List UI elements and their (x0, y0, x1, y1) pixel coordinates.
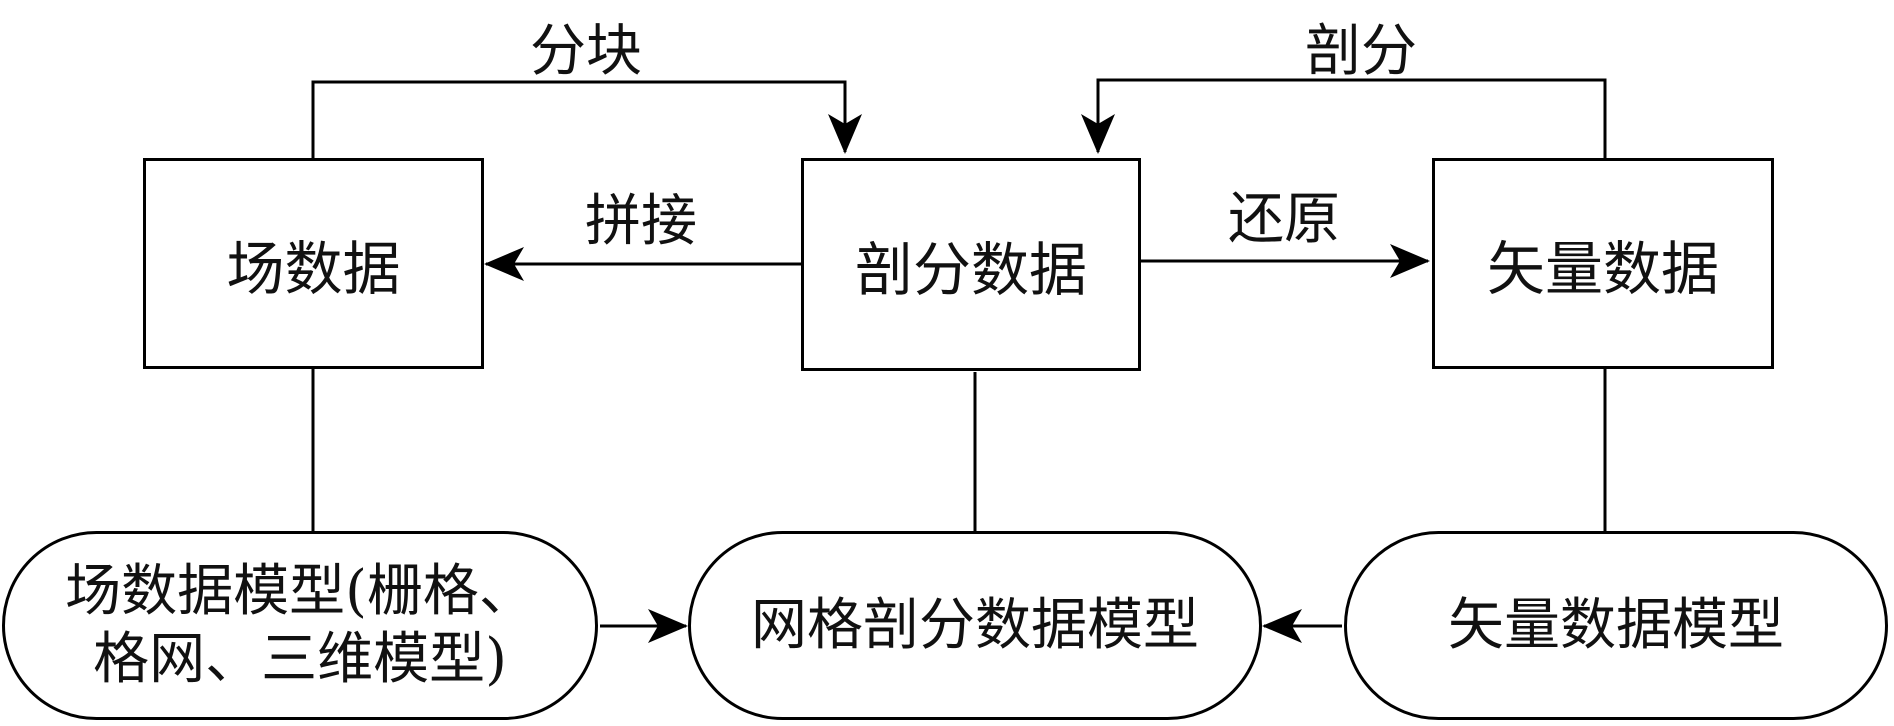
node-grid-partition-model: 网格剖分数据模型 (688, 531, 1262, 720)
edge-label-partition: 剖分 (1305, 19, 1417, 84)
edge-label-restore: 还原 (1228, 187, 1340, 252)
field-model-line-1: 场数据模型(栅格、 (65, 559, 535, 625)
edge-label-split: 分块 (530, 19, 642, 84)
node-field-data-model: 场数据模型(栅格、 格网、三维模型) (2, 531, 598, 720)
node-partition-data: 剖分数据 (801, 158, 1141, 371)
node-vector-data-model: 矢量数据模型 (1344, 531, 1888, 720)
node-vector-data: 矢量数据 (1432, 158, 1774, 369)
edge-label-stitch: 拼接 (585, 189, 697, 254)
edge-partition (1081, 78, 1607, 158)
node-field-data: 场数据 (143, 158, 484, 369)
edge-split (311, 80, 862, 158)
field-model-line-2: 格网、三维模型) (93, 626, 507, 692)
